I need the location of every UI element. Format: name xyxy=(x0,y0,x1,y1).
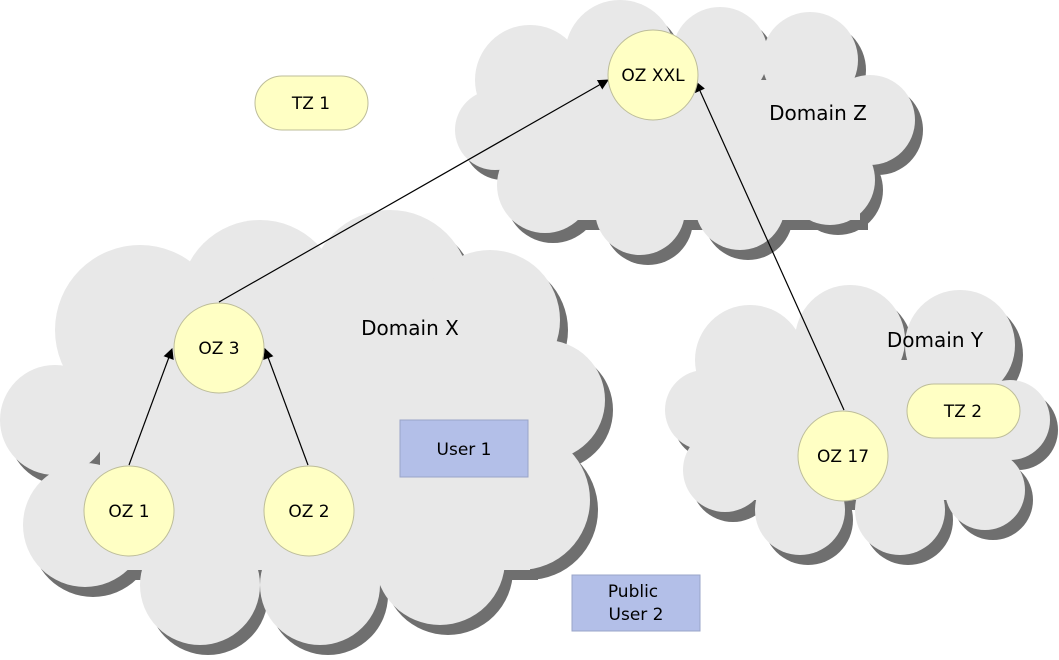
domain-z-cloud xyxy=(455,0,923,265)
zone-tz-1-label: TZ 1 xyxy=(291,94,330,114)
domain-y-label: Domain Y xyxy=(887,328,984,352)
zone-oz-3-label: OZ 3 xyxy=(198,339,239,359)
zone-oz-2[interactable]: OZ 2 xyxy=(263,465,355,557)
domain-x-label: Domain X xyxy=(361,316,459,340)
zone-oz-17-label: OZ 17 xyxy=(817,447,869,467)
zone-oz-3[interactable]: OZ 3 xyxy=(173,302,265,394)
edge-oz2-to-oz3 xyxy=(263,347,309,466)
user-2-label-line1: Public xyxy=(608,582,658,602)
zone-tz-1[interactable]: TZ 1 xyxy=(254,75,369,131)
zone-oz-2-label: OZ 2 xyxy=(288,502,329,522)
user-2-box[interactable]: Public User 2 xyxy=(571,574,701,632)
zone-oz-17[interactable]: OZ 17 xyxy=(797,410,889,502)
edge-oz3-to-ozxxl xyxy=(218,79,609,303)
edge-oz1-to-oz3 xyxy=(128,347,174,466)
edge-oz17-to-ozxxl xyxy=(695,81,845,411)
zone-oz-xxl-label: OZ XXL xyxy=(621,66,685,86)
zone-tz-2-label: TZ 2 xyxy=(943,402,982,422)
domain-z-label: Domain Z xyxy=(769,101,867,125)
zone-oz-1-label: OZ 1 xyxy=(108,502,149,522)
user-1-label: User 1 xyxy=(437,440,492,460)
zone-oz-1[interactable]: OZ 1 xyxy=(83,465,175,557)
user-1-box[interactable]: User 1 xyxy=(399,419,529,478)
user-2-label-line2: User 2 xyxy=(609,605,664,625)
zone-oz-xxl[interactable]: OZ XXL xyxy=(607,29,699,121)
zone-tz-2[interactable]: TZ 2 xyxy=(906,383,1021,439)
